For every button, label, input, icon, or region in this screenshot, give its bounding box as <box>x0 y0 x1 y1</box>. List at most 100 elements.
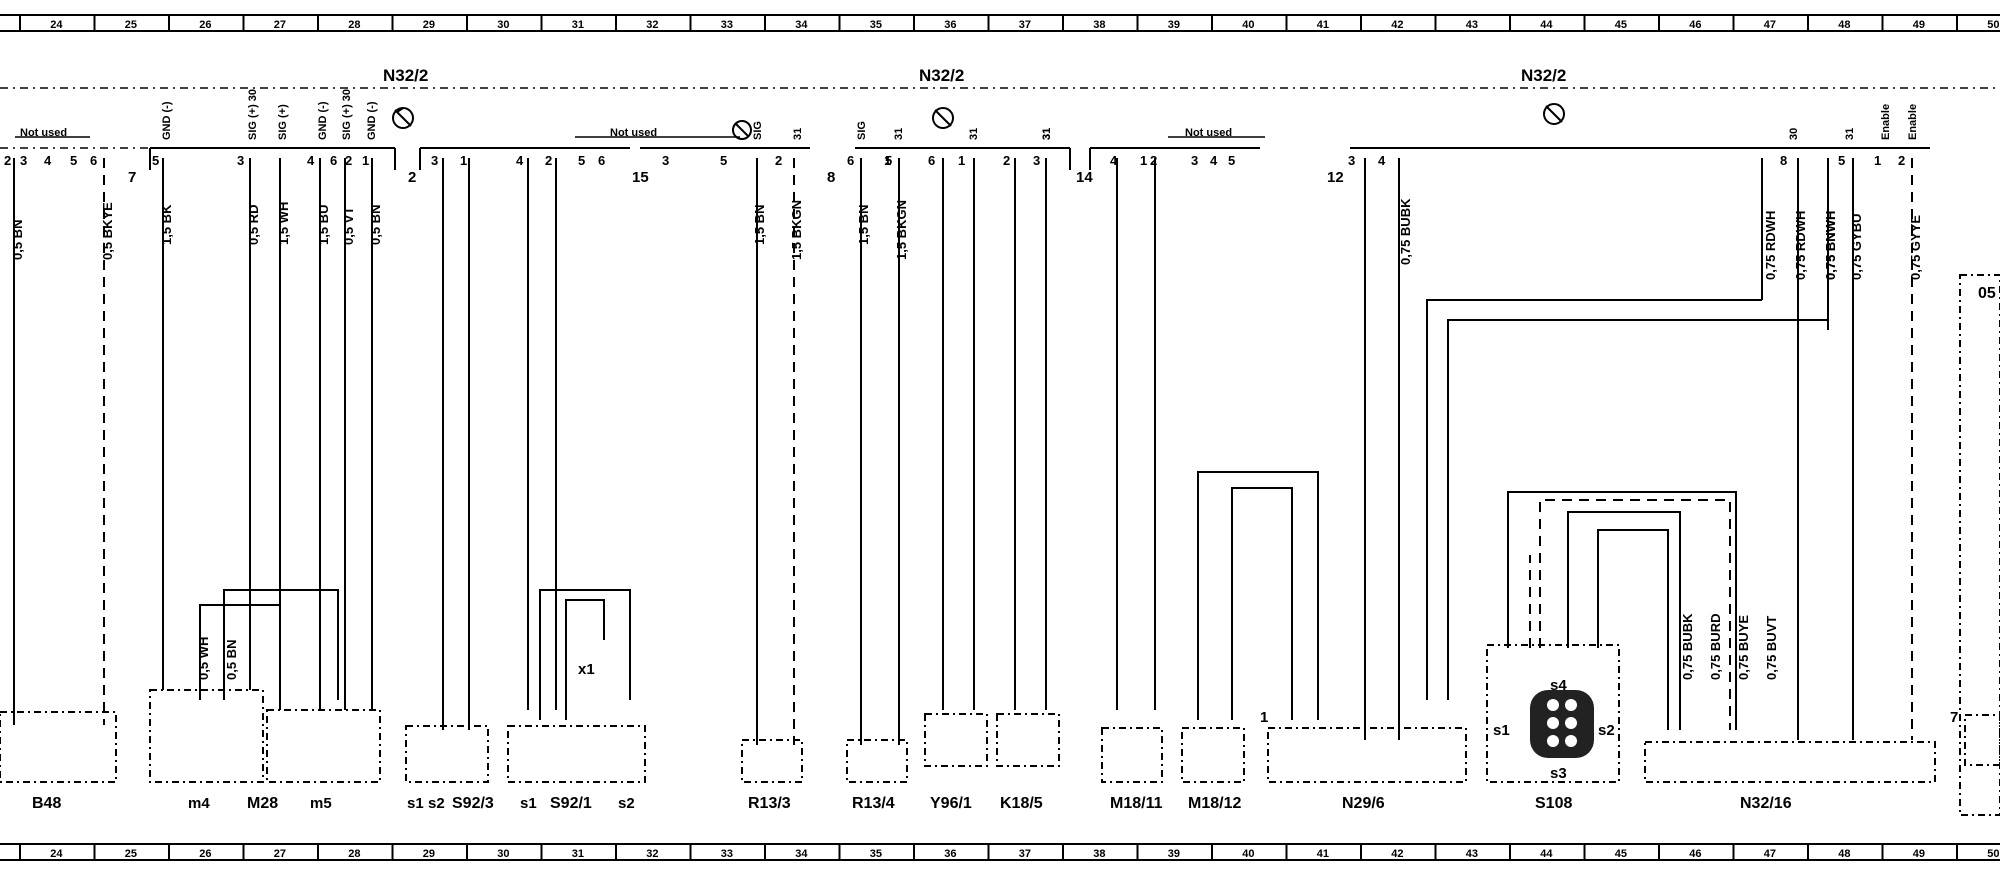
component-label: M28 <box>247 795 278 812</box>
svg-text:1,5 BK: 1,5 BK <box>159 204 174 245</box>
svg-text:SIG: SIG <box>856 121 868 140</box>
svg-text:SIG (+) 30: SIG (+) 30 <box>247 89 259 140</box>
svg-text:1: 1 <box>460 153 467 168</box>
control-unit-symbol <box>732 120 752 140</box>
svg-text:6: 6 <box>847 153 854 168</box>
svg-text:5: 5 <box>1838 153 1845 168</box>
svg-text:GND (-): GND (-) <box>366 101 378 140</box>
svg-text:2: 2 <box>775 153 782 168</box>
ruler-number: 46 <box>1689 19 1701 31</box>
s108-connector-symbol <box>1530 690 1594 758</box>
svg-text:31: 31 <box>1041 128 1053 140</box>
ruler-number: 29 <box>423 19 435 31</box>
svg-text:0,75 GYBU: 0,75 GYBU <box>1849 214 1864 280</box>
svg-text:0,5 BKYE: 0,5 BKYE <box>100 202 115 260</box>
svg-text:2: 2 <box>4 153 11 168</box>
ruler-number: 33 <box>721 19 733 31</box>
ruler-number: 47 <box>1764 848 1776 860</box>
svg-text:0,75 BURD: 0,75 BURD <box>1708 614 1723 680</box>
module-label: N32/2 <box>1521 66 1566 85</box>
svg-text:1: 1 <box>884 153 891 168</box>
ruler-number: 45 <box>1615 19 1627 31</box>
svg-text:0,75 RDWH: 0,75 RDWH <box>1793 211 1808 280</box>
ruler-number: 30 <box>497 848 509 860</box>
control-unit-symbol <box>932 107 954 129</box>
ruler-number: 34 <box>795 19 808 31</box>
svg-text:5: 5 <box>720 153 727 168</box>
ruler-number: 44 <box>1540 848 1553 860</box>
svg-text:1,5 BU: 1,5 BU <box>316 205 331 245</box>
svg-text:5: 5 <box>70 153 77 168</box>
component-label: K18/5 <box>1000 795 1043 812</box>
ruler-number: 28 <box>348 19 360 31</box>
svg-text:1,5 BN: 1,5 BN <box>856 205 871 245</box>
component-label: N29/6 <box>1342 795 1385 812</box>
svg-text:3: 3 <box>662 153 669 168</box>
connector-number: 14 <box>1076 169 1093 186</box>
ruler-number: 25 <box>125 19 137 31</box>
connector-number: 1 <box>1260 709 1268 726</box>
svg-text:GND (-): GND (-) <box>317 101 329 140</box>
svg-text:0,75 BNWH: 0,75 BNWH <box>1823 211 1838 280</box>
ruler-number: 43 <box>1466 848 1478 860</box>
svg-text:2: 2 <box>1898 153 1905 168</box>
svg-text:5: 5 <box>885 153 892 168</box>
svg-text:s1: s1 <box>520 795 537 812</box>
ruler-number: 37 <box>1019 19 1031 31</box>
svg-text:0,75 RDWH: 0,75 RDWH <box>1763 211 1778 280</box>
module-label: N32/2 <box>383 66 428 85</box>
svg-text:30: 30 <box>1788 128 1800 140</box>
ruler-number: 48 <box>1838 19 1850 31</box>
svg-text:SIG (+) 30: SIG (+) 30 <box>341 89 353 140</box>
svg-text:0,5 BN: 0,5 BN <box>10 220 25 260</box>
control-unit-symbol <box>1543 103 1565 125</box>
wire-labels: 0,5 BN 0,5 BKYE 1,5 BK 0,5 RD 1,5 WH 1,5… <box>10 198 1923 680</box>
svg-text:31: 31 <box>1041 128 1053 140</box>
wire-loops <box>199 471 1737 730</box>
svg-text:2: 2 <box>545 153 552 168</box>
ruler-number: 47 <box>1764 19 1776 31</box>
ruler-number: 48 <box>1838 848 1850 860</box>
svg-text:31: 31 <box>968 128 980 140</box>
ruler-number: 50 <box>1987 19 1999 31</box>
component-boxes <box>0 274 2000 816</box>
svg-text:GND (-): GND (-) <box>161 101 173 140</box>
svg-text:1,5 BKGN: 1,5 BKGN <box>894 200 909 260</box>
svg-text:3: 3 <box>237 153 244 168</box>
svg-text:0,5 WH: 0,5 WH <box>196 637 211 680</box>
svg-text:Enable: Enable <box>1907 104 1919 140</box>
component-label: N32/16 <box>1740 795 1792 812</box>
connector-number: 2 <box>408 169 416 186</box>
ruler-number: 26 <box>199 848 211 860</box>
ruler-number: 32 <box>646 19 658 31</box>
ruler-number: 45 <box>1615 848 1627 860</box>
ruler-number: 40 <box>1242 848 1254 860</box>
svg-text:1: 1 <box>1874 153 1881 168</box>
component-label: R13/3 <box>748 795 791 812</box>
svg-text:2: 2 <box>1150 153 1157 168</box>
svg-text:0,75 GYYE: 0,75 GYYE <box>1908 215 1923 280</box>
not-used-label: Not used <box>1185 127 1232 139</box>
svg-text:3: 3 <box>1191 153 1198 168</box>
svg-text:s3: s3 <box>1550 765 1567 782</box>
svg-text:m5: m5 <box>310 795 332 812</box>
component-label: S108 <box>1535 795 1572 812</box>
component-label: Y96/1 <box>930 795 972 812</box>
module-label: N32/2 <box>919 66 964 85</box>
svg-text:0,75 BUVT: 0,75 BUVT <box>1764 616 1779 680</box>
ruler-number: 24 <box>50 848 63 860</box>
ruler-number: 27 <box>274 19 286 31</box>
ruler-number: 35 <box>870 19 882 31</box>
svg-text:31: 31 <box>1844 128 1856 140</box>
ruler-number: 49 <box>1913 848 1925 860</box>
svg-text:1: 1 <box>362 153 369 168</box>
svg-text:SIG (+): SIG (+) <box>277 104 289 140</box>
ruler-number: 27 <box>274 848 286 860</box>
ruler-number: 43 <box>1466 19 1478 31</box>
component-label: R13/4 <box>852 795 895 812</box>
svg-text:s2: s2 <box>618 795 635 812</box>
not-used-label: Not used <box>610 127 657 139</box>
svg-text:s1: s1 <box>1493 722 1510 739</box>
